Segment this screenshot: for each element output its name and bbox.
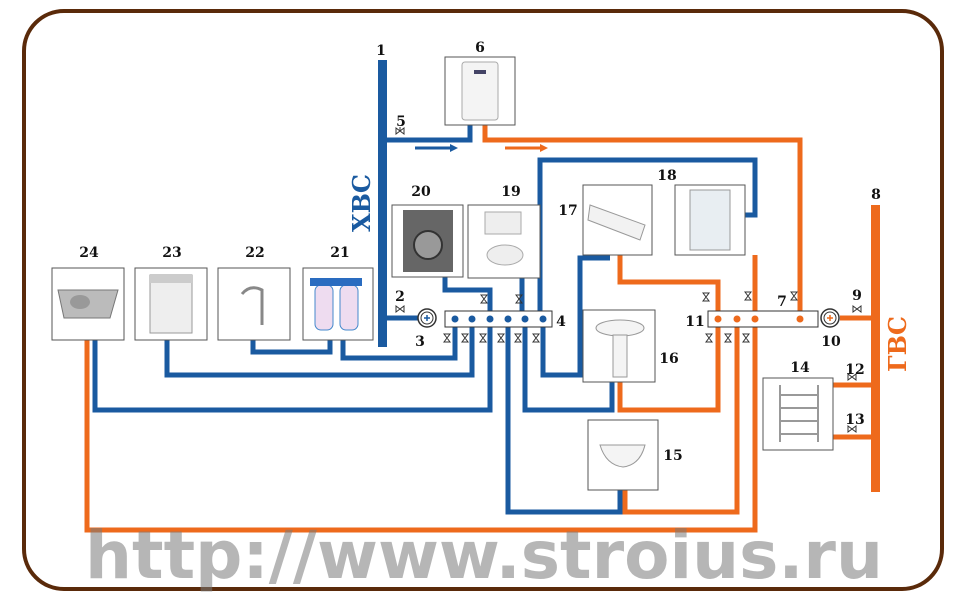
label-19: 19 xyxy=(501,184,520,200)
label-12: 12 xyxy=(845,362,864,378)
labels: 1 2 3 4 5 6 7 8 9 10 11 12 13 14 15 16 1… xyxy=(79,40,912,464)
cold-pipes xyxy=(92,125,758,515)
water-filter xyxy=(302,267,374,341)
washbasin xyxy=(582,309,656,383)
cold-water-label: ХВС xyxy=(347,174,376,232)
label-5: 5 xyxy=(396,114,406,130)
label-21: 21 xyxy=(330,245,349,261)
flow-arrow-cold xyxy=(415,144,458,152)
label-13: 13 xyxy=(845,412,864,428)
label-11: 11 xyxy=(685,314,704,330)
washing-machine xyxy=(391,204,464,278)
label-15: 15 xyxy=(663,448,682,464)
label-6: 6 xyxy=(475,40,485,56)
label-17: 17 xyxy=(558,203,577,219)
label-14: 14 xyxy=(790,360,810,376)
label-7: 7 xyxy=(777,294,787,310)
label-16: 16 xyxy=(659,351,678,367)
hot-water-meter xyxy=(820,308,840,328)
cold-manifold xyxy=(444,310,553,328)
watermark: http://www.stroius.ru xyxy=(85,517,883,594)
label-22: 22 xyxy=(245,245,264,261)
toilet xyxy=(467,204,541,279)
label-4: 4 xyxy=(556,314,566,330)
valve-icons xyxy=(395,127,862,433)
kitchen-sink xyxy=(51,267,125,341)
label-9: 9 xyxy=(852,288,862,304)
label-2: 2 xyxy=(395,289,405,305)
hot-manifold xyxy=(707,310,819,328)
hot-riser xyxy=(871,205,880,492)
cold-riser xyxy=(378,60,387,347)
towel-dryer xyxy=(762,377,834,451)
bidet xyxy=(587,419,659,491)
bathtub xyxy=(582,184,653,256)
label-1: 1 xyxy=(376,43,386,59)
label-8: 8 xyxy=(871,187,881,203)
label-3: 3 xyxy=(415,334,425,350)
drinking-faucet xyxy=(217,267,291,341)
dishwasher xyxy=(134,267,208,341)
shower-cabin xyxy=(674,184,746,256)
flow-arrow-hot xyxy=(505,144,548,152)
label-18: 18 xyxy=(657,168,676,184)
label-23: 23 xyxy=(162,245,181,261)
label-24: 24 xyxy=(79,245,99,261)
hot-water-label: ГВС xyxy=(883,316,912,372)
label-20: 20 xyxy=(411,184,431,200)
cold-water-meter xyxy=(417,308,437,328)
hot-pipes xyxy=(84,125,876,533)
water-heater xyxy=(444,56,516,126)
label-10: 10 xyxy=(821,334,841,350)
